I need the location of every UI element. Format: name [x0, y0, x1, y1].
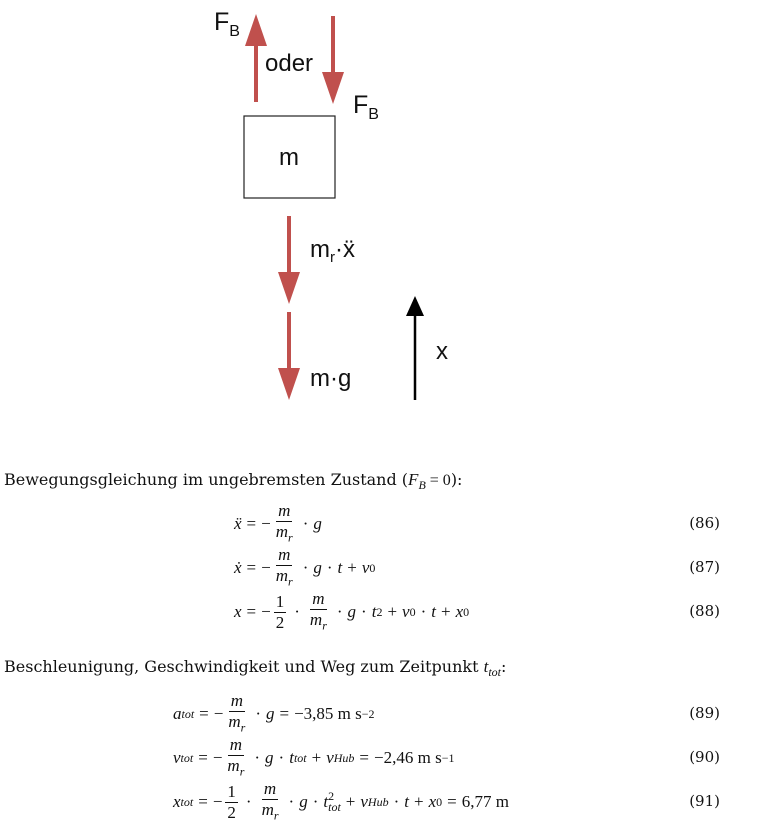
equation-number: (90)	[689, 748, 720, 766]
mass-label: m	[279, 144, 299, 171]
x-axis-arrow	[406, 296, 424, 400]
brake-force-down-label: FB	[353, 91, 379, 123]
equation-number: (89)	[689, 704, 720, 722]
inertia-force-arrow	[278, 216, 300, 304]
gravity-force-arrow	[278, 312, 300, 400]
equation-number: (86)	[689, 514, 720, 532]
inertia-force-label: mr·ẍ	[310, 236, 355, 266]
gravity-force-label: m·g	[310, 365, 351, 392]
mass-block	[243, 115, 336, 199]
x-axis-label: x	[436, 338, 448, 365]
equation-number: (91)	[689, 792, 720, 810]
section2-intro: Beschleunigung, Geschwindigkeit und Weg …	[4, 657, 507, 680]
brake-force-down-arrow	[322, 16, 344, 104]
or-label: oder	[265, 50, 313, 77]
equation-number: (88)	[689, 602, 720, 620]
equation-number: (87)	[689, 558, 720, 576]
brake-force-up-label: FB	[214, 8, 240, 40]
brake-force-up-arrow	[245, 14, 267, 102]
free-body-diagram: FB oder FB m mr·ẍ m·g x	[214, 8, 448, 400]
section1-intro: Bewegungsgleichung im ungebremsten Zusta…	[4, 470, 463, 493]
